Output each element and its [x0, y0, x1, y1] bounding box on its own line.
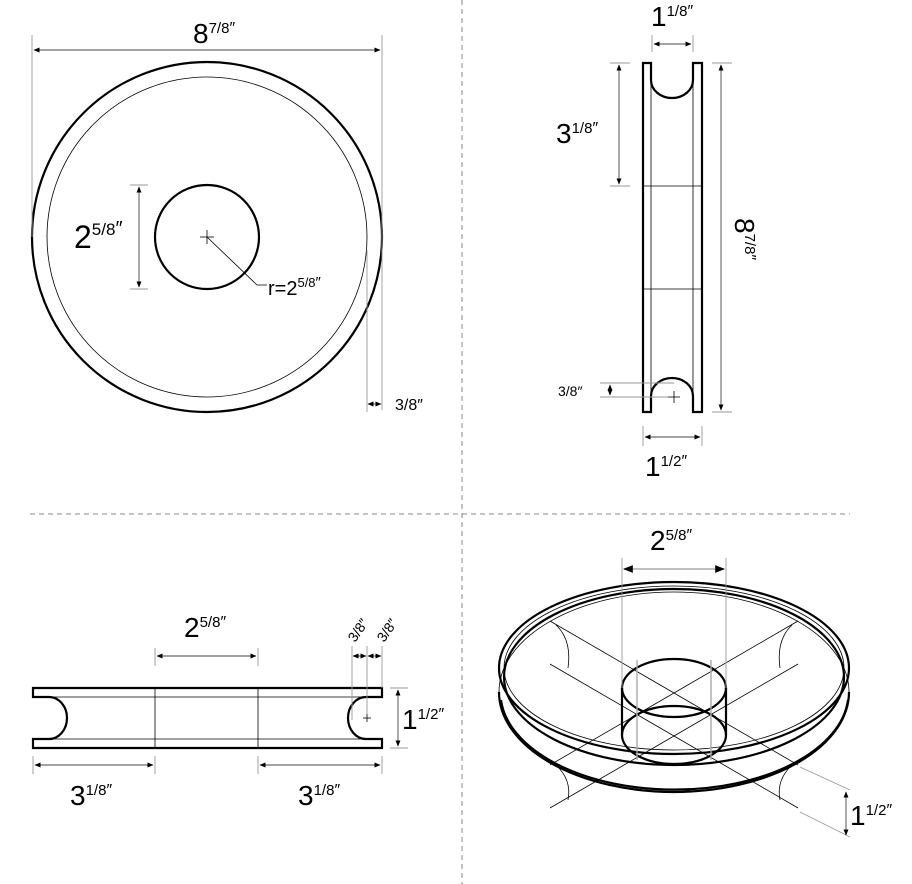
label-front-hub-width: 25/8″ — [184, 612, 226, 643]
quadrant-dividers — [30, 0, 850, 884]
label-right-span: 31/8″ — [298, 780, 340, 811]
label-overall-diameter: 87/8″ — [193, 18, 235, 49]
label-left-span: 31/8″ — [70, 780, 112, 811]
label-rim-a: 3/8″ — [344, 615, 371, 644]
side-view: 11/8″ 31/8″ 87/8″ 3/8″ 11/2″ — [556, 1, 760, 482]
label-rim-width: 3/8″ — [395, 397, 423, 414]
label-groove-width: 11/8″ — [651, 1, 693, 32]
label-hub-radius: r=25/8″ — [268, 274, 322, 300]
label-groove-depth: 3/8″ — [558, 383, 582, 399]
top-view: 87/8″ 25/8″ r=25/8″ 3/8″ — [30, 18, 423, 414]
label-hub-diameter: 25/8″ — [74, 218, 123, 255]
label-overall-height: 87/8″ — [729, 218, 760, 260]
isometric-view: 25/8″ 11/2″ — [497, 525, 892, 838]
label-spoke-length: 31/8″ — [556, 118, 598, 149]
label-side-thickness: 11/2″ — [645, 451, 687, 482]
label-iso-hub-diameter: 25/8″ — [650, 525, 692, 556]
front-view: 25/8″ 3/8″ 3/8″ 11/2″ 31/8″ 31/8″ — [31, 612, 444, 811]
label-front-thickness: 11/2″ — [402, 704, 444, 735]
label-iso-thickness: 11/2″ — [850, 800, 892, 831]
label-rim-b: 3/8″ — [373, 615, 400, 644]
